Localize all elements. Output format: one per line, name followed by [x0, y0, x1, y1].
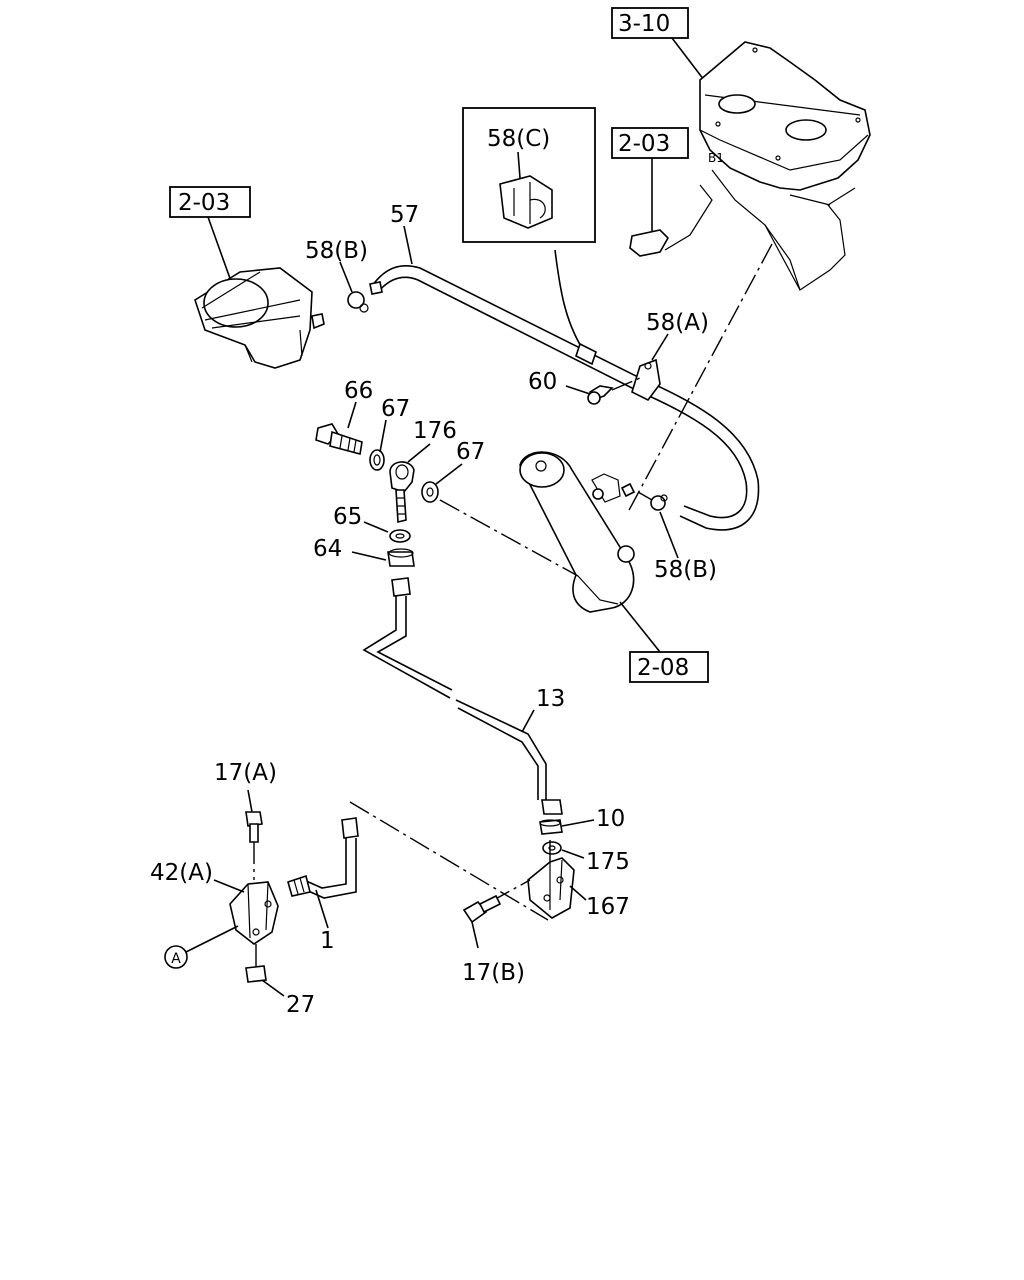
svg-text:58(C): 58(C)	[487, 126, 550, 152]
callout-67-a: 67	[381, 396, 410, 422]
hose-clamp-58b-bottom	[650, 494, 668, 511]
callout-17a: 17(A)	[214, 760, 277, 786]
washer-67-b	[421, 481, 439, 503]
svg-text:2-03: 2-03	[618, 131, 670, 157]
callout-27: 27	[286, 992, 315, 1018]
svg-text:B1: B1	[708, 151, 724, 165]
callout-175: 175	[586, 849, 630, 875]
callout-58b-bottom: 58(B)	[654, 557, 717, 583]
callout-67-b: 67	[456, 439, 485, 465]
callout-167: 167	[586, 894, 630, 920]
callout-58a: 58(A)	[646, 310, 709, 336]
callout-42a: 42(A)	[150, 860, 213, 886]
callout-13: 13	[536, 686, 565, 712]
svg-text:A: A	[171, 951, 181, 967]
leader-2-08	[619, 601, 661, 653]
bolt-66	[315, 423, 363, 455]
bracket-167	[527, 857, 575, 919]
bolt-17a	[245, 811, 263, 843]
circle-marker-a: A	[164, 945, 188, 969]
ref-box-3-10[interactable]: 3-10	[611, 7, 689, 39]
dashline-washer-cylinder	[439, 499, 579, 577]
pedal-bracket: B1	[699, 41, 871, 291]
screw-60	[587, 385, 614, 405]
callout-176: 176	[413, 418, 457, 444]
inset-clip-58c: 58(C)	[462, 107, 596, 243]
dashline-bracket	[627, 243, 773, 513]
pipe-1	[287, 817, 359, 899]
callout-66: 66	[344, 378, 373, 404]
pipe-13	[362, 577, 563, 815]
leader-lines	[185, 225, 679, 997]
callout-57: 57	[390, 202, 419, 228]
clutch-pedal	[629, 184, 713, 257]
callout-10: 10	[596, 806, 625, 832]
callout-1: 1	[320, 928, 335, 954]
callout-64: 64	[313, 536, 342, 562]
callout-65: 65	[333, 504, 362, 530]
clamp-58a	[631, 358, 661, 402]
ref-box-2-08[interactable]: 2-08	[629, 651, 709, 683]
washer-175	[542, 841, 562, 855]
hose-clamp-58b-top	[347, 281, 383, 313]
nut-64	[387, 548, 415, 567]
washer-67-a	[369, 449, 385, 471]
nut-10	[539, 819, 563, 835]
ref-box-2-03-left[interactable]: 2-03	[169, 186, 251, 218]
leader-3-10	[671, 37, 705, 81]
svg-text:3-10: 3-10	[618, 11, 670, 37]
master-cylinder	[519, 451, 636, 613]
inset-pointer-curve	[554, 249, 583, 349]
leader-2-03-left	[207, 216, 233, 285]
washer-65	[389, 529, 411, 543]
callout-58b-top: 58(B)	[305, 238, 368, 264]
callout-17b: 17(B)	[462, 960, 525, 986]
reservoir-tank	[194, 267, 325, 369]
bolt-17b	[462, 894, 502, 924]
svg-text:2-08: 2-08	[637, 655, 689, 681]
dashline-pipe-bracket	[349, 801, 549, 921]
callout-60: 60	[528, 369, 557, 395]
svg-text:2-03: 2-03	[178, 190, 230, 216]
nut-27	[245, 965, 267, 983]
banjo-176	[389, 461, 415, 524]
hose-57	[371, 264, 760, 531]
bracket-42a	[229, 881, 279, 945]
ref-box-2-03-right[interactable]: 2-03	[611, 127, 689, 159]
